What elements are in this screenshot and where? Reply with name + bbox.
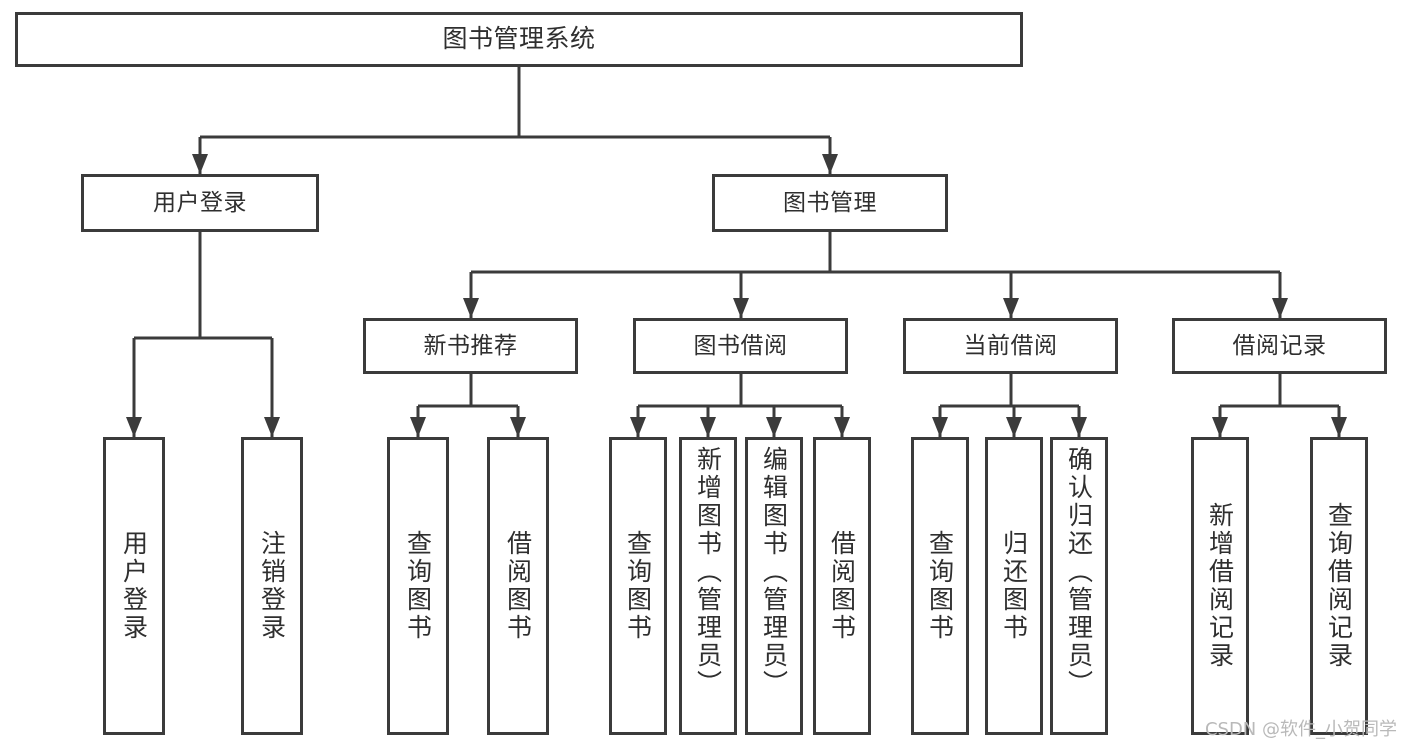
node-label: 编辑图书（管理员）: [759, 446, 789, 698]
arrowhead-book-borrow: [733, 298, 749, 318]
node-leaf-return[interactable]: 归还图书: [985, 437, 1043, 735]
node-book-borrow[interactable]: 图书借阅: [633, 318, 848, 374]
node-user-login[interactable]: 用户登录: [81, 174, 319, 232]
node-label: 用户登录: [153, 189, 247, 216]
arrowhead-leaf-add-book: [700, 417, 716, 437]
node-label: 查询借阅记录: [1324, 502, 1354, 670]
node-label: 用户登录: [119, 530, 149, 642]
arrowhead-leaf-confirm: [1071, 417, 1087, 437]
arrowhead-leaf-q-book-2: [630, 417, 646, 437]
node-leaf-user-login[interactable]: 用户登录: [103, 437, 165, 735]
arrowhead-leaf-q-book-1: [410, 417, 426, 437]
node-leaf-q-book-3[interactable]: 查询图书: [911, 437, 969, 735]
node-label: 注销登录: [257, 530, 287, 642]
arrowhead-leaf-return: [1006, 417, 1022, 437]
node-leaf-confirm[interactable]: 确认归还（管理员）: [1050, 437, 1108, 735]
arrowhead-leaf-logout: [264, 417, 280, 437]
node-leaf-add-rec[interactable]: 新增借阅记录: [1191, 437, 1249, 735]
node-label: 图书借阅: [693, 332, 788, 359]
node-leaf-add-book[interactable]: 新增图书（管理员）: [679, 437, 737, 735]
node-current-borrow[interactable]: 当前借阅: [903, 318, 1118, 374]
arrowhead-new-book-rec: [463, 298, 479, 318]
node-leaf-edit-book[interactable]: 编辑图书（管理员）: [745, 437, 803, 735]
node-label: 借阅图书: [503, 530, 533, 642]
node-label: 借阅记录: [1232, 332, 1327, 359]
node-leaf-q-rec[interactable]: 查询借阅记录: [1310, 437, 1368, 735]
node-label: 查询图书: [623, 530, 653, 642]
node-label: 归还图书: [999, 530, 1029, 642]
arrowhead-leaf-borrow-1: [510, 417, 526, 437]
arrowhead-leaf-q-rec: [1331, 417, 1347, 437]
arrowhead-current-borrow: [1003, 298, 1019, 318]
node-label: 新书推荐: [423, 332, 518, 359]
node-label: 新增图书（管理员）: [693, 446, 723, 698]
node-new-book-rec[interactable]: 新书推荐: [363, 318, 578, 374]
node-leaf-q-book-1[interactable]: 查询图书: [387, 437, 449, 735]
arrowhead-leaf-edit-book: [766, 417, 782, 437]
node-label: 查询图书: [925, 530, 955, 642]
arrowhead-leaf-user-login: [126, 417, 142, 437]
node-label: 图书管理系统: [442, 24, 596, 54]
watermark-text: CSDN @软件_小贺同学: [1204, 719, 1397, 740]
arrowhead-leaf-q-book-3: [932, 417, 948, 437]
node-label: 查询图书: [403, 530, 433, 642]
node-borrow-record[interactable]: 借阅记录: [1172, 318, 1387, 374]
node-leaf-logout[interactable]: 注销登录: [241, 437, 303, 735]
arrowhead-leaf-borrow-2: [834, 417, 850, 437]
arrowhead-user-login: [192, 154, 208, 174]
node-label: 新增借阅记录: [1205, 502, 1235, 670]
node-leaf-q-book-2[interactable]: 查询图书: [609, 437, 667, 735]
arrowhead-leaf-add-rec: [1212, 417, 1228, 437]
node-label: 图书管理: [783, 189, 877, 216]
node-root[interactable]: 图书管理系统: [15, 12, 1023, 67]
node-leaf-borrow-2[interactable]: 借阅图书: [813, 437, 871, 735]
node-label: 借阅图书: [827, 530, 857, 642]
arrowhead-book-manage: [822, 154, 838, 174]
node-book-manage[interactable]: 图书管理: [712, 174, 948, 232]
arrowhead-borrow-record: [1272, 298, 1288, 318]
node-label: 当前借阅: [963, 332, 1058, 359]
node-label: 确认归还（管理员）: [1064, 446, 1094, 698]
node-leaf-borrow-1[interactable]: 借阅图书: [487, 437, 549, 735]
